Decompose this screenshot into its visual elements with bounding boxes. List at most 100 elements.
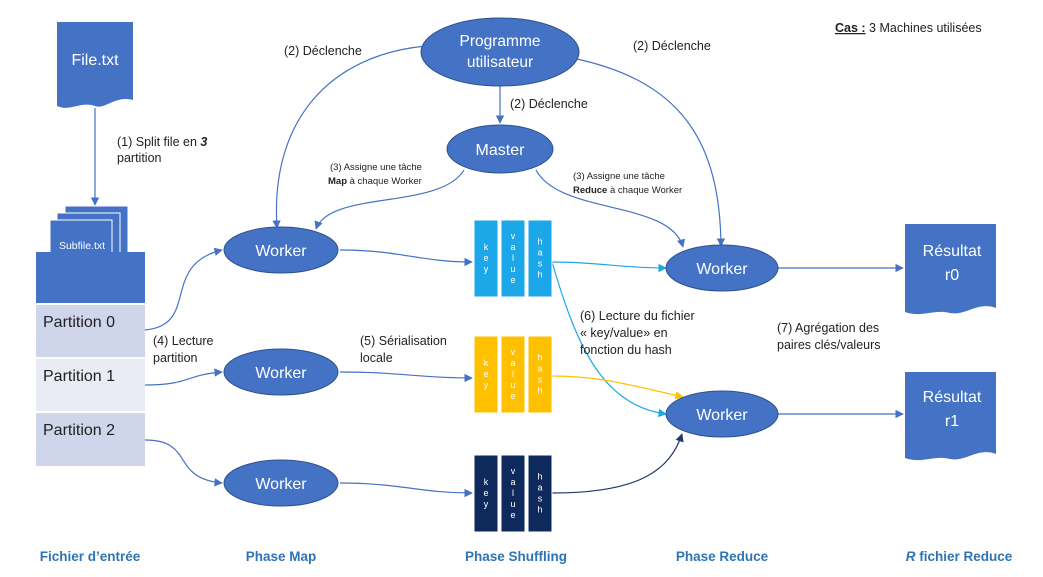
kv-navy-key <box>473 454 499 533</box>
label-declenche-left: (2) Déclenche <box>284 44 362 58</box>
kv-cyan-hash-letter: h <box>537 237 542 247</box>
reduce-workers: Worker Worker <box>665 244 779 438</box>
edge-kv-cyan-reduce1 <box>551 261 667 273</box>
kv-orange-hash-letter: a <box>537 364 542 374</box>
edge-worker2-kv-orange <box>339 371 473 383</box>
kv-cyan-value-letter: e <box>510 275 515 285</box>
kv-cyan-hash <box>527 219 553 298</box>
kv-navy-value-letter: e <box>510 510 515 520</box>
phase-r-reduce: R fichier Reduce <box>906 549 1013 564</box>
partition-header <box>36 252 145 304</box>
worker-map-2-label: Worker <box>255 365 307 382</box>
edge-partition2-worker3 <box>144 439 223 487</box>
kv-orange-key-letter: y <box>484 380 489 390</box>
kv-block-cyan <box>473 219 553 298</box>
partition-0-row <box>36 304 145 358</box>
edge-program-worker-map <box>272 45 427 229</box>
kv-navy-value <box>500 454 526 533</box>
kv-cyan-key-letter: k <box>484 242 489 252</box>
file-document: File.txt <box>57 22 133 108</box>
kv-orange-value-letter: a <box>510 358 515 368</box>
file-label: File.txt <box>71 52 119 69</box>
label-split-line2: partition <box>117 151 162 165</box>
kv-cyan-value-letter: a <box>510 242 515 252</box>
worker-map-3-label: Worker <box>255 476 307 493</box>
program-label-line1: Programme <box>460 33 541 50</box>
edge-program-worker-reduce <box>571 57 726 247</box>
master-label: Master <box>476 142 526 159</box>
partition-2-label: Partition 2 <box>43 422 115 439</box>
edge-partition1-worker2 <box>144 368 223 386</box>
result-r1-shape <box>905 372 996 461</box>
kv-cyan-hash-letter: s <box>538 259 543 269</box>
result-r0-line2: r0 <box>945 267 959 284</box>
program-label-line2: utilisateur <box>467 54 533 71</box>
phase-shuffling: Phase Shuffling <box>465 549 567 564</box>
kv-cyan-hash-letter: h <box>537 270 542 280</box>
kv-navy-value-letter: a <box>510 477 515 487</box>
kv-orange-value-letter: e <box>510 391 515 401</box>
result-r1-line2: r1 <box>945 413 959 430</box>
label-read-kv-line3: fonction du hash <box>580 343 672 357</box>
map-workers: Worker Worker Worker <box>223 226 339 507</box>
edge-worker3-kv-navy <box>339 482 473 498</box>
partition-2-row <box>36 412 145 466</box>
worker-map-1-label: Worker <box>255 243 307 260</box>
phase-reduce: Phase Reduce <box>676 549 769 564</box>
label-assign-map-line2: Map à chaque Worker <box>328 176 422 187</box>
subfile-label: Subfile.txt <box>59 240 105 252</box>
kv-navy-key-letter: y <box>484 499 489 509</box>
result-r1: Résultat r1 <box>905 372 996 461</box>
worker-reduce-1-ellipse <box>665 244 779 292</box>
label-assign-reduce-line1: (3) Assigne une tâche <box>573 171 665 182</box>
result-r1-line1: Résultat <box>923 389 982 406</box>
edge-master-worker-map <box>314 169 465 230</box>
label-lecture-line2: partition <box>153 351 198 365</box>
label-serial-line1: (5) Sérialisation <box>360 334 447 348</box>
edge-kv-cyan-reduce2 <box>551 261 667 418</box>
label-assign-map-line1: (3) Assigne une tâche <box>330 162 422 173</box>
label-read-kv-line2: « key/value» en <box>580 326 668 340</box>
kv-cyan-value-letter: v <box>511 231 516 241</box>
kv-navy-value-letter: u <box>510 499 515 509</box>
label-split: (1) Split file en 3 <box>117 135 207 149</box>
edge-partition0-worker1 <box>144 247 223 331</box>
result-r0-line1: Résultat <box>923 243 982 260</box>
kv-navy-hash-letter: s <box>538 494 543 504</box>
program-node: Programme utilisateur <box>420 17 580 87</box>
label-declenche-mid: (2) Déclenche <box>510 97 588 111</box>
kv-orange-key <box>473 335 499 414</box>
worker-reduce-1-label: Worker <box>696 261 748 278</box>
kv-navy-key-letter: e <box>483 488 488 498</box>
result-r0: Résultat r0 <box>905 224 996 315</box>
file-document-shape <box>57 22 133 108</box>
label-assign-reduce-line2: Reduce à chaque Worker <box>573 185 682 196</box>
partition-table: Partition 0 Partition 1 Partition 2 <box>36 252 145 466</box>
kv-navy-key-letter: k <box>484 477 489 487</box>
label-declenche-right: (2) Déclenche <box>633 39 711 53</box>
kv-navy-hash-letter: h <box>537 505 542 515</box>
edges <box>90 45 904 498</box>
master-ellipse <box>446 124 554 174</box>
kv-navy-hash <box>527 454 553 533</box>
edge-worker1-kv-cyan <box>339 249 473 267</box>
partition-1-row <box>36 358 145 412</box>
master-node: Master <box>446 124 554 174</box>
note-cas: Cas : 3 Machines utilisées <box>835 21 982 35</box>
worker-reduce-2-ellipse <box>665 390 779 438</box>
kv-orange-value <box>500 335 526 414</box>
kv-orange-hash-letter: s <box>538 375 543 385</box>
worker-reduce-2-label: Worker <box>696 407 748 424</box>
label-aggreg-line1: (7) Agrégation des <box>777 321 879 335</box>
edge-master-worker-reduce <box>535 169 686 248</box>
label-lecture-line1: (4) Lecture <box>153 334 213 348</box>
worker-map-2-ellipse <box>223 348 339 396</box>
program-ellipse <box>420 17 580 87</box>
partition-1-label: Partition 1 <box>43 368 115 385</box>
edge-kv-orange-reduce2 <box>551 375 684 400</box>
kv-orange-value-letter: l <box>512 369 514 379</box>
kv-cyan-value <box>500 219 526 298</box>
